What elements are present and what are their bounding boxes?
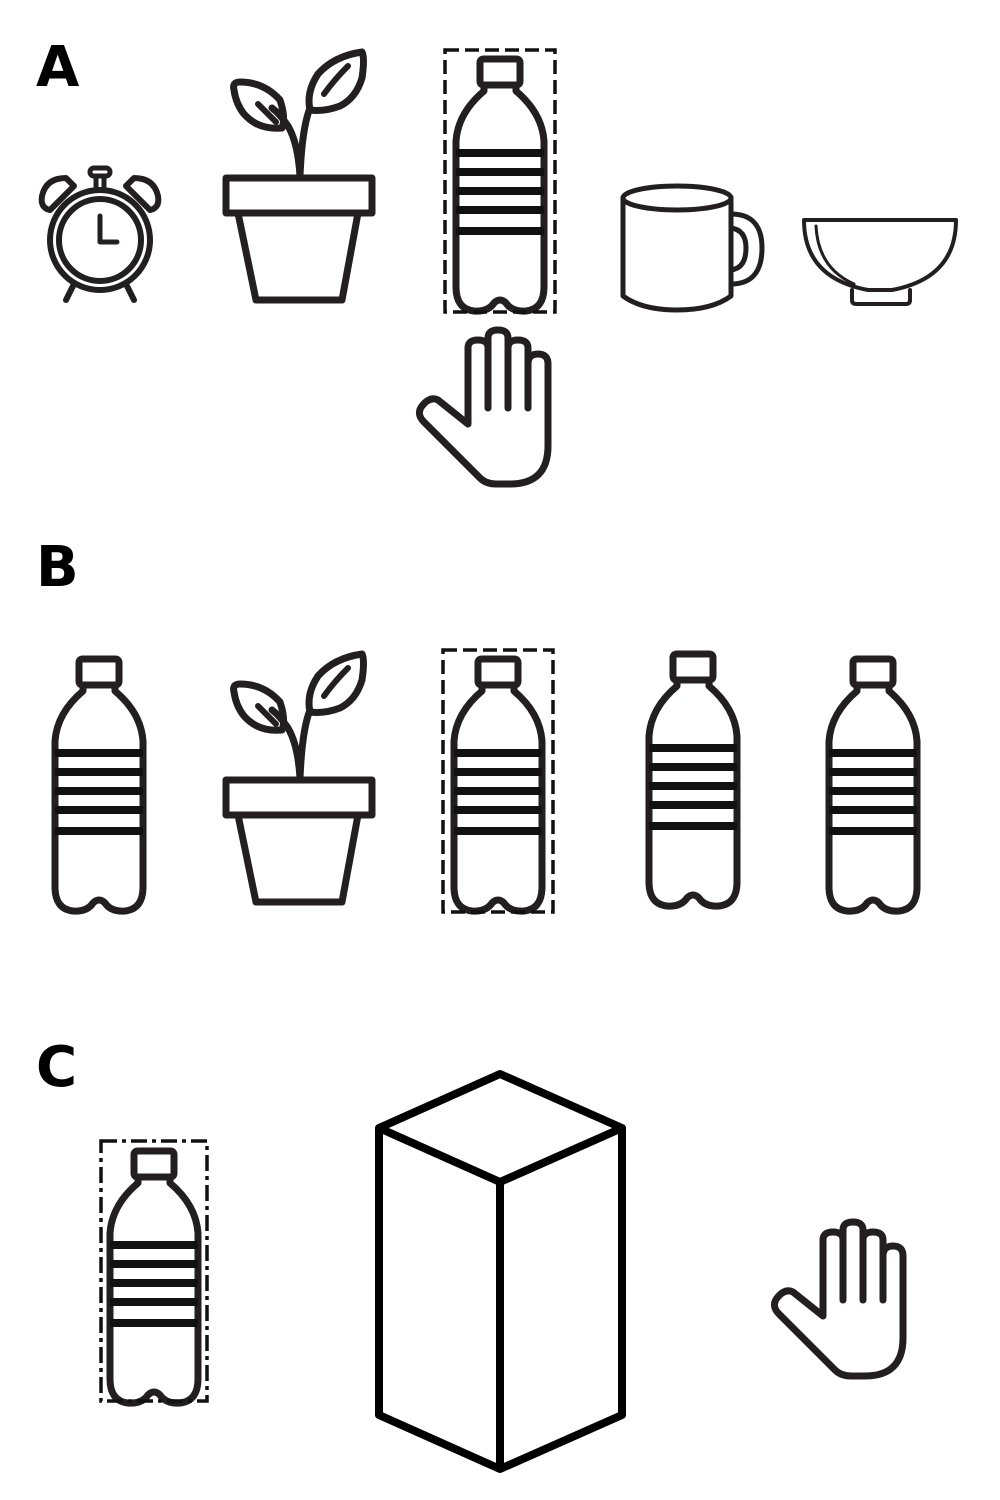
- target-highlight-box: [441, 648, 555, 914]
- panel-a: A: [36, 35, 958, 484]
- box-icon: [375, 1070, 626, 1473]
- water-bottle-icon: [55, 659, 143, 911]
- water-bottle-icon: [110, 1151, 198, 1403]
- water-bottle-icon: [649, 654, 737, 906]
- hand-icon: [419, 330, 548, 484]
- alarm-clock-icon: [38, 165, 162, 303]
- potted-plant-icon: [226, 654, 372, 902]
- bowl-icon: [802, 218, 958, 306]
- potted-plant-icon: [226, 52, 372, 300]
- panel-b: B: [36, 535, 917, 912]
- panel-c: C: [36, 1035, 903, 1473]
- target-highlight-box: [99, 1139, 209, 1403]
- water-bottle-icon: [456, 59, 544, 311]
- panel-label-a: A: [36, 35, 80, 100]
- target-highlight-box: [443, 48, 557, 314]
- mug-icon: [620, 183, 765, 313]
- panel-label-b: B: [36, 535, 79, 600]
- panel-label-c: C: [36, 1035, 77, 1100]
- water-bottle-icon: [829, 659, 917, 911]
- hand-icon: [774, 1222, 903, 1376]
- water-bottle-icon: [454, 659, 542, 911]
